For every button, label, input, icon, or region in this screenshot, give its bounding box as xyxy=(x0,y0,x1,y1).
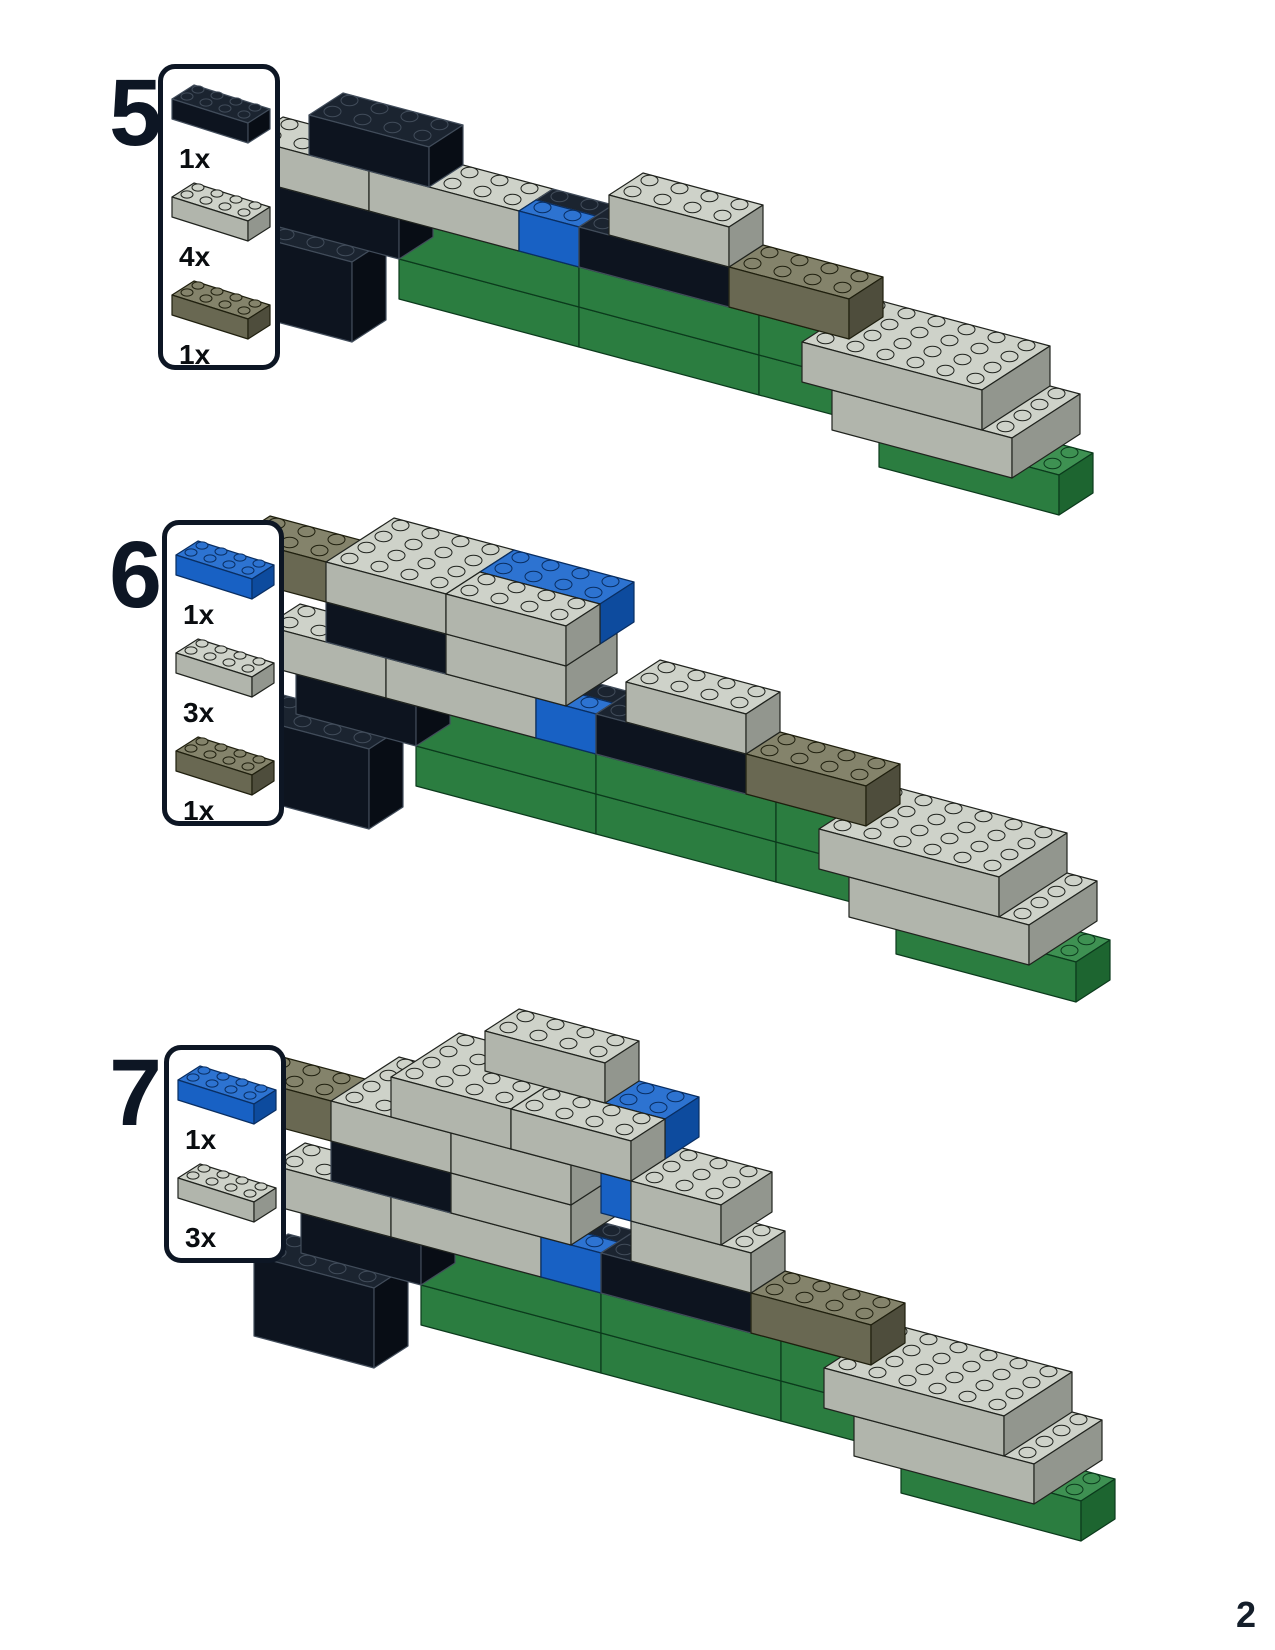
brick-2x4-gray-icon xyxy=(175,638,275,698)
part-count: 4x xyxy=(179,241,211,272)
model-step-6 xyxy=(235,515,1111,1003)
step-number-6: 6 xyxy=(109,522,162,628)
part-count: 3x xyxy=(183,697,215,728)
model-step-5 xyxy=(231,92,1094,516)
brick-2x4-black-icon xyxy=(171,84,271,144)
part-row: 3x xyxy=(173,633,277,731)
brick-2x4-olive-icon xyxy=(171,280,271,340)
part-row: 1x xyxy=(173,535,277,633)
parts-box-step-7: 1x 3x xyxy=(164,1045,286,1263)
part-count: 1x xyxy=(183,599,215,630)
brick-2x4-gray-icon xyxy=(171,182,271,242)
part-row: 4x xyxy=(169,177,273,275)
part-count: 1x xyxy=(179,339,211,370)
step-number-7: 7 xyxy=(109,1040,162,1146)
page-number: 2 xyxy=(1236,1594,1257,1635)
part-row: 1x xyxy=(169,275,273,373)
part-row: 3x xyxy=(175,1158,279,1256)
model-step-7 xyxy=(240,1008,1116,1542)
part-count: 1x xyxy=(185,1124,217,1155)
part-count: 1x xyxy=(179,143,211,174)
part-count: 3x xyxy=(185,1222,217,1253)
brick-2x4-blue-icon xyxy=(175,540,275,600)
step-number-5: 5 xyxy=(109,60,162,166)
parts-box-step-6: 1x 3x 1x xyxy=(162,520,284,826)
brick-2x4-gray-icon xyxy=(177,1163,277,1223)
brick-2x4-blue-icon xyxy=(177,1065,277,1125)
parts-box-step-5: 1x 4x 1x xyxy=(158,64,280,370)
part-row: 1x xyxy=(173,731,277,829)
part-row: 1x xyxy=(169,79,273,177)
part-count: 1x xyxy=(183,795,215,826)
brick-2x4-olive-icon xyxy=(175,736,275,796)
part-row: 1x xyxy=(175,1060,279,1158)
